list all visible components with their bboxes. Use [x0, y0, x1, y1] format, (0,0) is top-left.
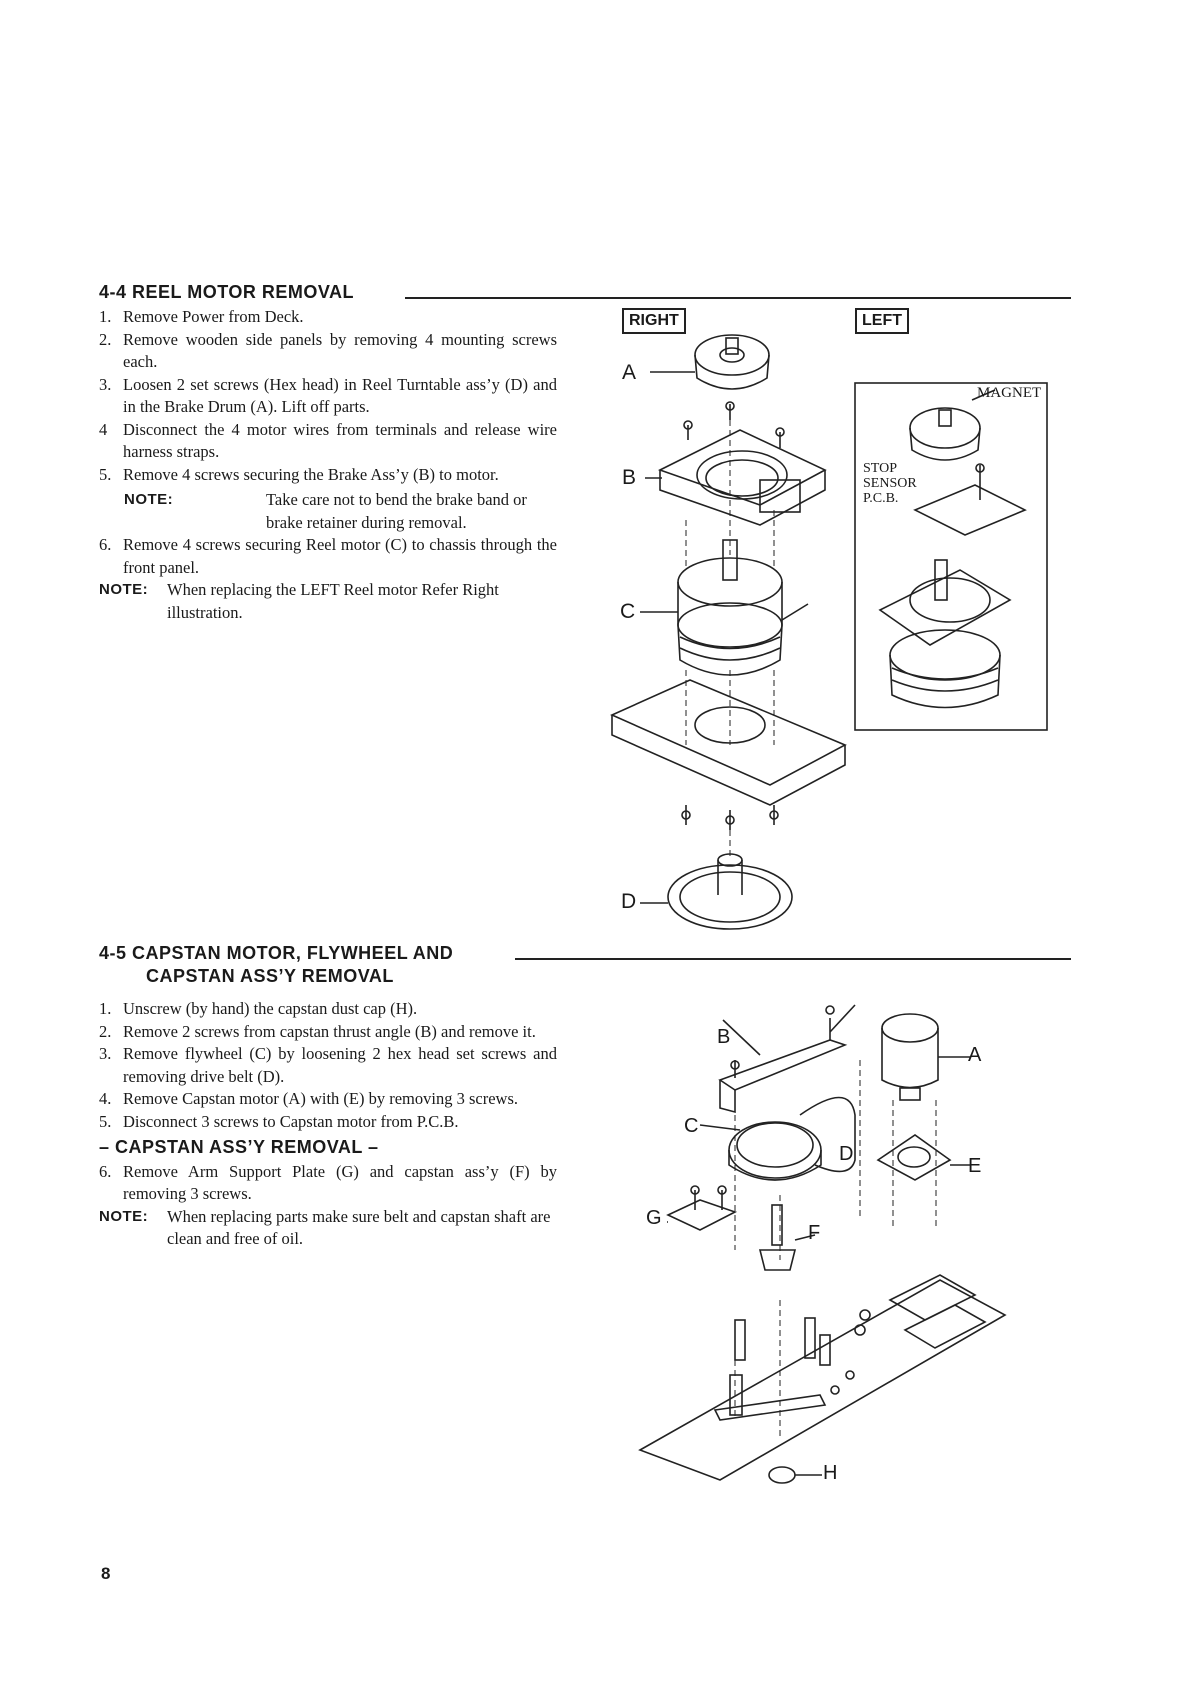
page-number: 8: [101, 1564, 111, 1583]
part-label-b-45: B: [717, 1026, 731, 1048]
note-capstan: NOTE:When replacing parts make sure belt…: [99, 1206, 551, 1249]
part-label-f-45: F: [808, 1222, 821, 1244]
section-4-5-rule: [515, 958, 1071, 960]
step-5: 5.Remove 4 screws securing the Brake Ass…: [99, 464, 499, 484]
section-4-5-steps: 1.Unscrew (by hand) the capstan dust cap…: [99, 998, 557, 1251]
step-4-45: 4.Remove Capstan motor (A) with (E) by r…: [99, 1089, 519, 1108]
step-6-45: 6.Remove Arm Support Plate (G) and capst…: [99, 1161, 557, 1204]
section-4-5-title-line1: 4-5 CAPSTAN MOTOR, FLYWHEEL AND: [99, 943, 454, 963]
part-label-c-44: C: [620, 600, 636, 623]
part-label-d-44: D: [621, 890, 637, 913]
note-brake: NOTE:Take care not to bend the brake ban…: [124, 490, 527, 532]
left-label-box: LEFT: [855, 308, 909, 334]
step-3-45: 3.Remove flywheel (C) by loosening 2 hex…: [99, 1044, 557, 1086]
part-label-h-45: H: [823, 1462, 838, 1484]
part-label-a-45: A: [968, 1044, 982, 1066]
step-3: 3.Loosen 2 set screws (Hex head) in Reel…: [99, 374, 557, 417]
part-label-g-45: G: [646, 1207, 662, 1229]
magnet-label: MAGNET: [977, 385, 1042, 401]
step-2: 2.Remove wooden side panels by removing …: [99, 329, 557, 372]
section-4-5-title-line2: CAPSTAN ASS’Y REMOVAL: [146, 966, 394, 986]
right-label-box: RIGHT: [622, 308, 686, 334]
step-1-45: 1.Unscrew (by hand) the capstan dust cap…: [99, 999, 418, 1018]
section-4-4-title: 4-4 REEL MOTOR REMOVAL: [99, 282, 355, 302]
part-label-d-45: D: [839, 1143, 854, 1165]
section-4-4-rule: [405, 297, 1071, 299]
section-4-4-steps: 1.Remove Power from Deck. 2.Remove woode…: [99, 306, 557, 624]
part-label-a-44: A: [622, 361, 637, 384]
note-left-motor: NOTE:When replacing the LEFT Reel motor …: [99, 580, 499, 622]
stop-sensor-label: STOP SENSOR P.C.B.: [863, 461, 917, 506]
step-6: 6.Remove 4 screws securing Reel motor (C…: [99, 535, 557, 577]
part-label-e-45: E: [968, 1155, 982, 1177]
part-label-b-44: B: [622, 466, 637, 489]
step-5-45: 5.Disconnect 3 screws to Capstan motor f…: [99, 1111, 459, 1131]
capstan-assy-subheading: – CAPSTAN ASS’Y REMOVAL –: [99, 1137, 379, 1157]
part-label-c-45: C: [684, 1115, 699, 1137]
step-2-45: 2.Remove 2 screws from capstan thrust an…: [99, 1021, 536, 1041]
step-1: 1.Remove Power from Deck.: [99, 307, 304, 326]
